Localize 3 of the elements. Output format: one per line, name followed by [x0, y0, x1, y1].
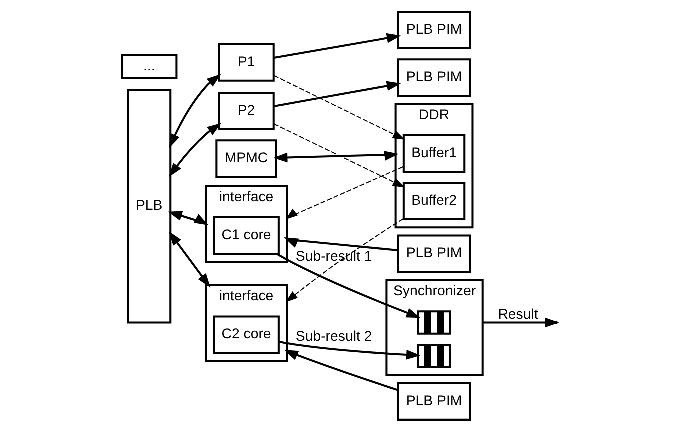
edge-label: Sub-result 2	[295, 329, 372, 346]
edge-label: Sub-result 1	[295, 249, 372, 266]
edge-label: Result	[498, 306, 538, 323]
